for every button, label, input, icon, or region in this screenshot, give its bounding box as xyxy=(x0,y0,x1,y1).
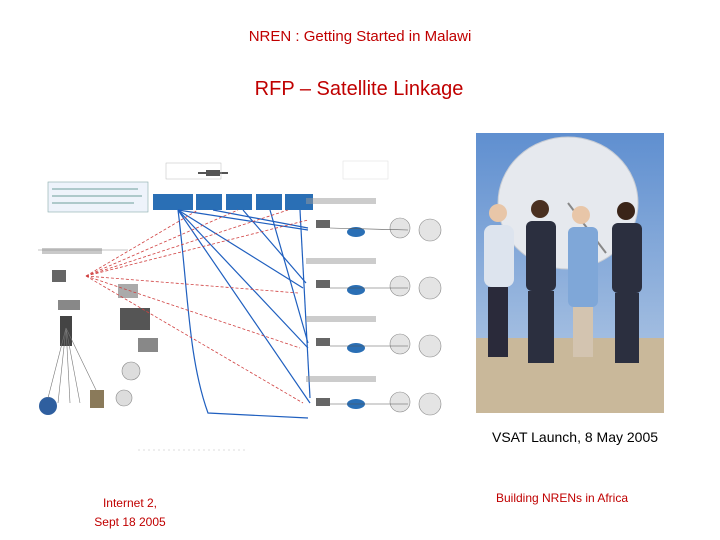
photo-caption: VSAT Launch, 8 May 2005 xyxy=(491,429,659,445)
satellite-icon xyxy=(198,170,228,176)
internet-globe-icon xyxy=(39,397,57,415)
slide-header: NREN : Getting Started in Malawi xyxy=(248,28,472,45)
people xyxy=(484,200,642,363)
info-box xyxy=(47,181,149,213)
slide-title-text: RFP – Satellite Linkage xyxy=(254,78,464,100)
red-links xyxy=(85,209,309,404)
footer-right: Building NRENs in Africa xyxy=(495,491,629,505)
remote-site-3 xyxy=(306,316,442,358)
client-cloud-icon-2 xyxy=(115,389,133,407)
server-icon xyxy=(90,390,104,408)
client-cloud-icon xyxy=(121,361,141,381)
blue-links xyxy=(177,209,311,419)
remote-site-1 xyxy=(306,198,442,242)
remote-site-2 xyxy=(306,258,442,300)
bandwidth-boxes xyxy=(153,194,313,210)
remote-site-4 xyxy=(306,376,442,416)
slide-title: RFP – Satellite Linkage xyxy=(0,78,720,101)
footer-left-line1: Internet 2, xyxy=(102,496,158,510)
site-title-bar xyxy=(42,248,102,254)
satellite-label-box xyxy=(165,162,222,180)
vsat-launch-photo xyxy=(476,133,664,413)
footer-left: Internet 2, Sept 18 2005 xyxy=(60,494,200,532)
footer-left-line2: Sept 18 2005 xyxy=(94,515,166,529)
network-diagram xyxy=(38,160,442,451)
top-right-label xyxy=(342,160,389,180)
